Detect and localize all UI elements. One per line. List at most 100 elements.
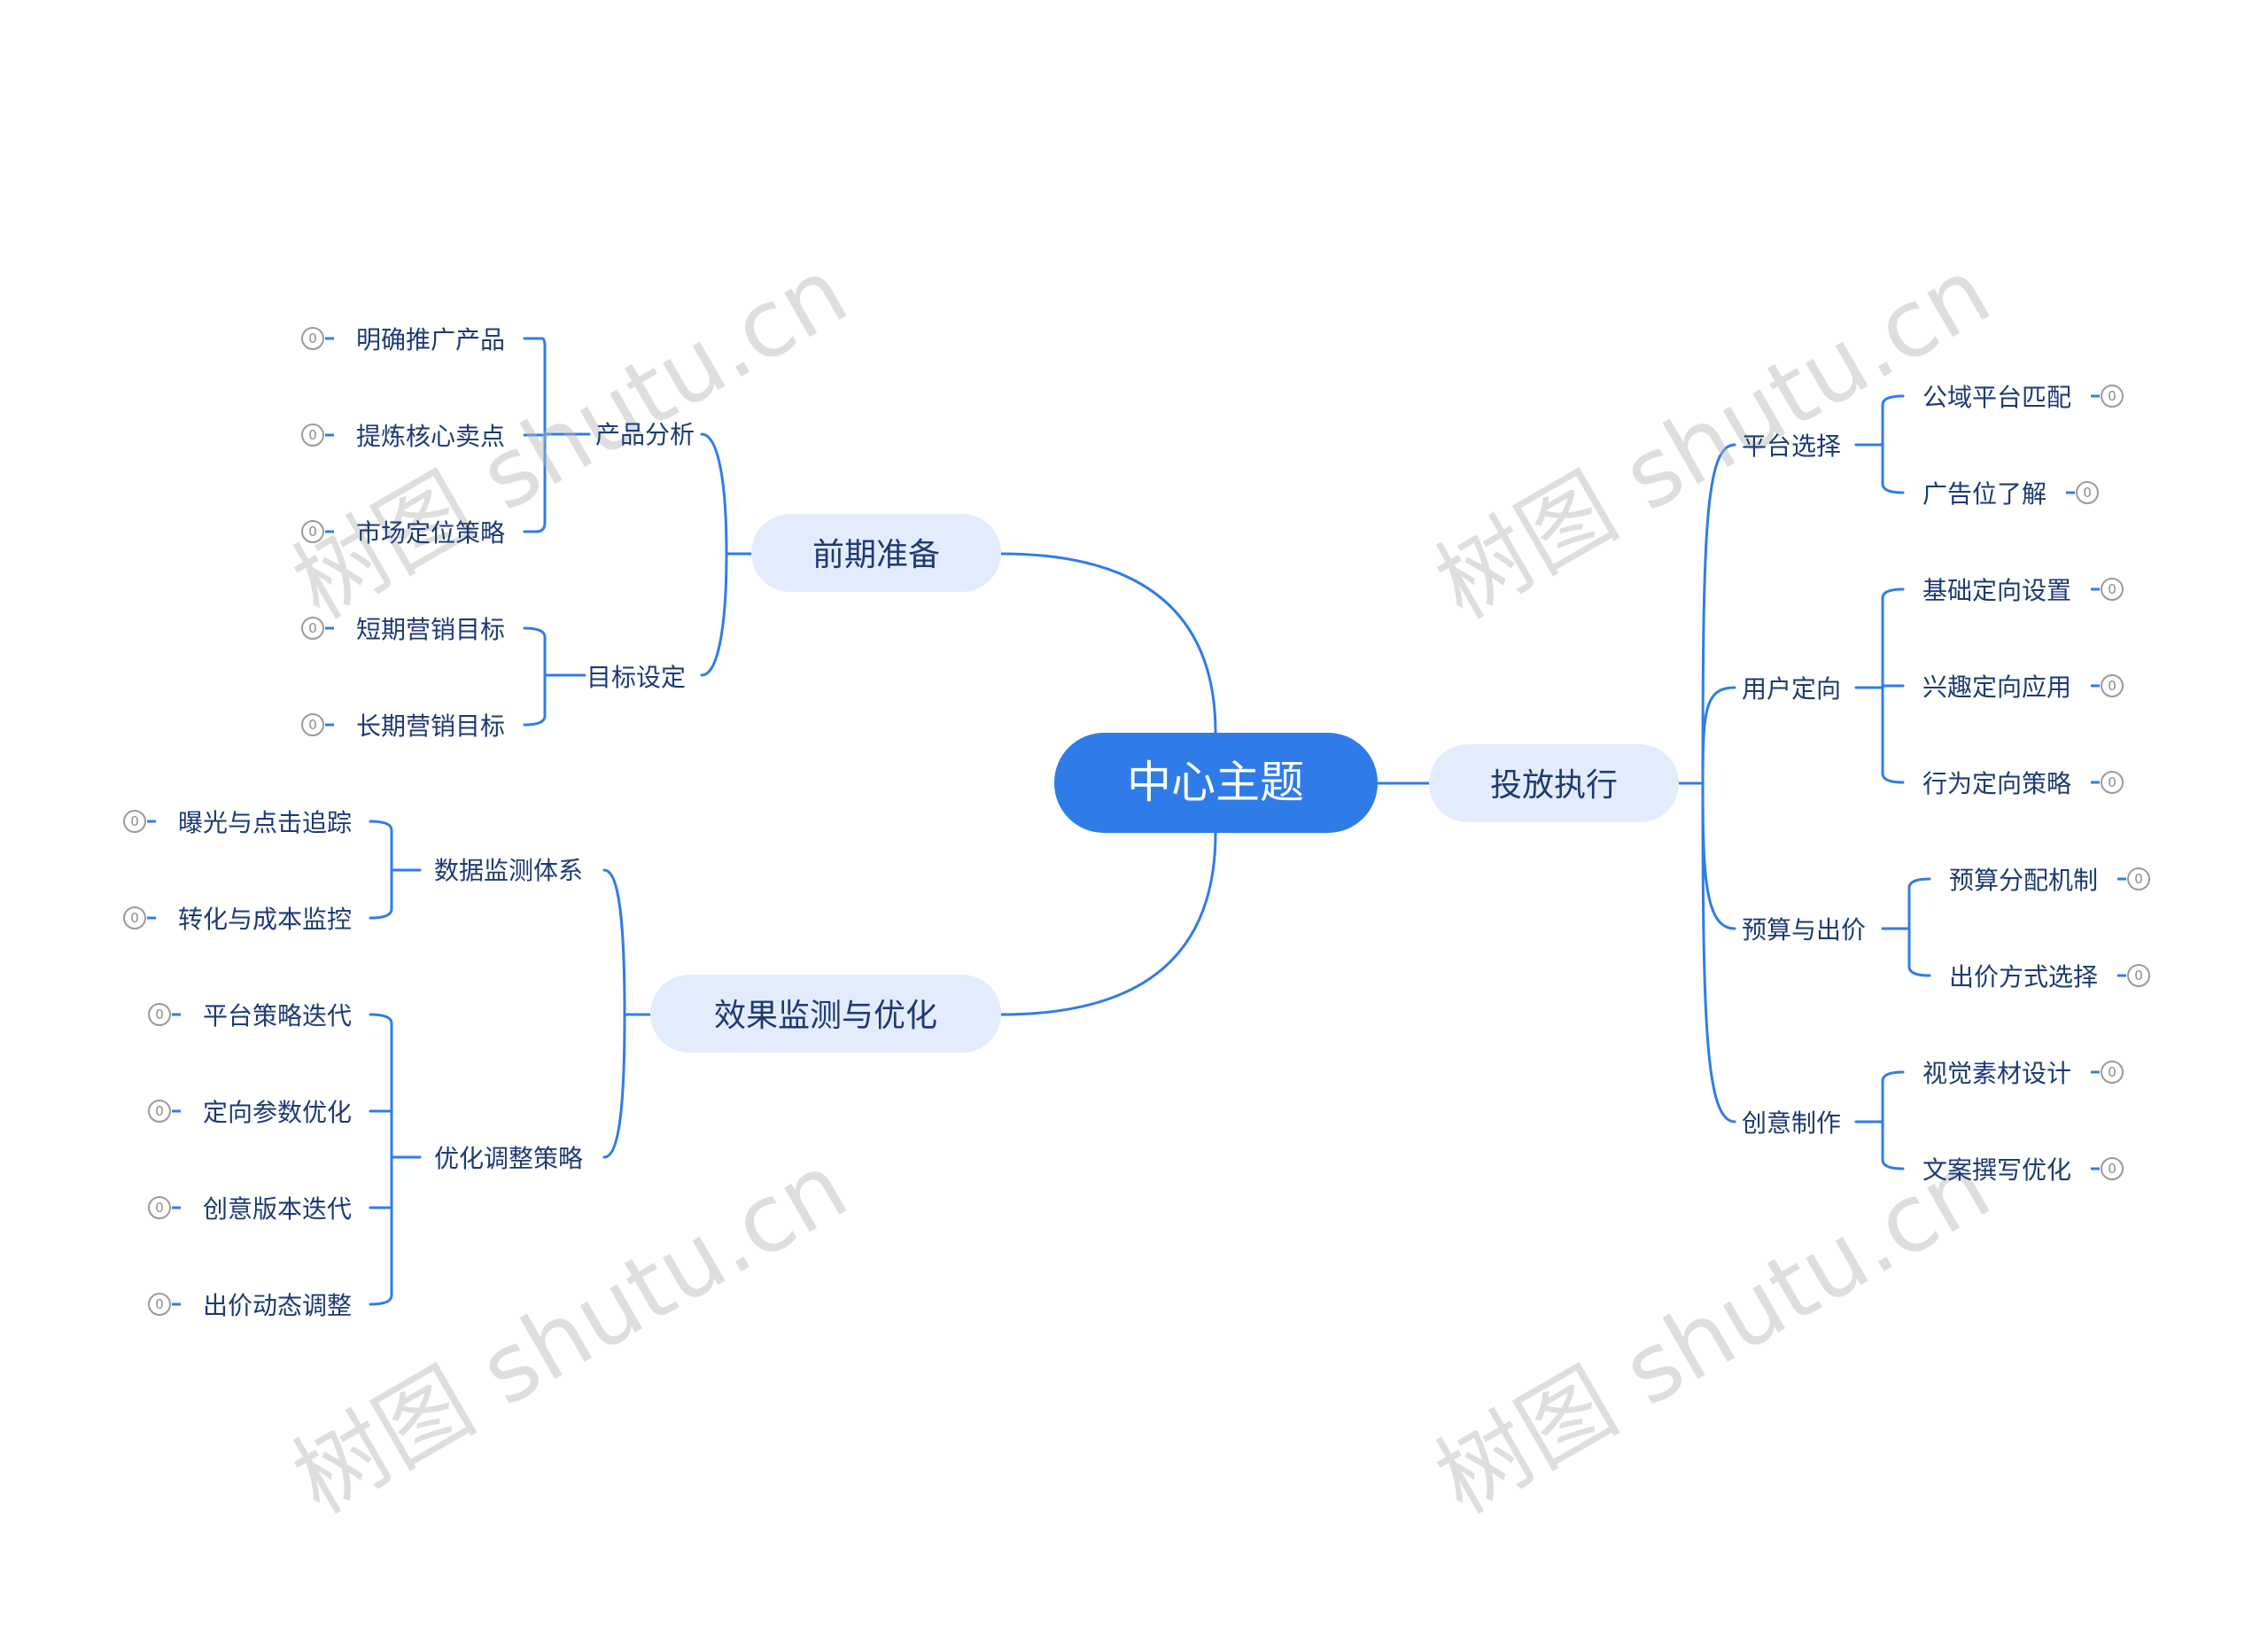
svg-text:0: 0 [130, 813, 139, 829]
svg-text:0: 0 [155, 1200, 164, 1216]
leaf-item[interactable]: 兴趣定向应用 [1922, 673, 2071, 702]
leaf-item[interactable]: 平台策略迭代 [203, 1001, 352, 1030]
topic-budget-bidding[interactable]: 预算与出价 [1742, 915, 1866, 945]
badge-icon[interactable]: 0 [2091, 578, 2124, 601]
badge-icon[interactable]: 0 [2091, 1061, 2124, 1084]
leaf-item[interactable]: 创意版本迭代 [203, 1194, 352, 1224]
leaf-label: 转化与成本监控 [178, 905, 352, 934]
connector-lines [369, 337, 1931, 1306]
topic-goal-setting[interactable]: 目标设定 [586, 663, 686, 692]
leaf-item[interactable]: 提炼核心卖点 [356, 422, 505, 451]
svg-text:0: 0 [2108, 1161, 2117, 1177]
badge-icon[interactable]: 0 [148, 1100, 181, 1123]
branch-execution-label: 投放执行 [1490, 767, 1618, 804]
leaf-item[interactable]: 明确推广产品 [356, 325, 505, 354]
badge-icon[interactable]: 0 [2117, 867, 2150, 890]
leaf-item[interactable]: 视觉素材设计 [1922, 1059, 2071, 1088]
branch-monitoring-box[interactable] [650, 975, 1001, 1053]
leaf-item[interactable]: 公域平台匹配 [1922, 383, 2071, 412]
badge-icon[interactable]: 0 [301, 327, 334, 350]
leaf-label: 广告位了解 [1922, 479, 2047, 509]
leaf-label: 兴趣定向应用 [1922, 673, 2071, 702]
svg-text:0: 0 [308, 330, 317, 346]
center-topic[interactable]: 中心主题 [1054, 733, 1378, 833]
connector [700, 552, 728, 677]
center-topic-box[interactable] [1054, 733, 1378, 833]
badge-icon[interactable]: 0 [148, 1003, 181, 1026]
svg-text:0: 0 [2108, 774, 2117, 790]
svg-text:0: 0 [2134, 871, 2143, 887]
connector [1881, 1070, 1905, 1170]
leaf-label: 曝光与点击追踪 [178, 808, 352, 837]
connector [1881, 394, 1905, 494]
topic-data-monitoring[interactable]: 数据监测体系 [434, 856, 583, 885]
leaf-item[interactable]: 基础定向设置 [1922, 576, 2071, 605]
connector [1701, 443, 1736, 785]
connector [602, 1013, 626, 1159]
leaf-label: 短期营销目标 [356, 615, 505, 644]
topic-optimization[interactable]: 优化调整策略 [434, 1144, 583, 1173]
leaf-label: 长期营销目标 [356, 712, 505, 741]
branch-preparation-box[interactable] [751, 514, 1001, 592]
svg-text:0: 0 [308, 620, 317, 636]
leaf-item[interactable]: 市场定位策略 [356, 518, 505, 548]
leaf-item[interactable]: 出价方式选择 [1949, 962, 2098, 991]
svg-text:0: 0 [308, 427, 317, 443]
connector [1701, 686, 1736, 785]
center-topic-label: 中心主题 [1127, 757, 1304, 808]
leaf-label: 定向参数优化 [203, 1098, 352, 1127]
leaf-label: 视觉素材设计 [1922, 1059, 2071, 1088]
leaf-item[interactable]: 转化与成本监控 [178, 905, 352, 934]
badge-icon[interactable]: 0 [148, 1196, 181, 1219]
badge-icon[interactable]: 0 [2066, 481, 2099, 504]
badge-icon[interactable]: 0 [301, 520, 334, 543]
svg-text:0: 0 [155, 1007, 164, 1023]
connector [700, 432, 728, 556]
watermark-4: 树图 shutu.cn [1419, 1132, 2008, 1535]
badge-icon[interactable]: 0 [2091, 674, 2124, 697]
connector [1701, 782, 1736, 930]
leaf-item[interactable]: 文案撰写优化 [1922, 1155, 2071, 1185]
topic-platform-selection[interactable]: 平台选择 [1742, 432, 1841, 461]
svg-text:0: 0 [2083, 485, 2092, 501]
badge-icon[interactable]: 0 [301, 424, 334, 447]
badge-icon[interactable]: 0 [123, 810, 156, 833]
leaf-label: 行为定向策略 [1922, 769, 2071, 798]
badge-icon[interactable]: 0 [301, 713, 334, 736]
connector [369, 1013, 393, 1306]
leaf-label: 创意版本迭代 [203, 1194, 352, 1224]
leaf-item[interactable]: 长期营销目标 [356, 712, 505, 741]
branch-monitoring[interactable]: 效果监测与优化 数据监测体系 优化调整策略 曝光与点击追踪 转化与成本监控 平台… [178, 808, 1001, 1320]
svg-text:0: 0 [2108, 1064, 2117, 1080]
svg-text:0: 0 [2134, 968, 2143, 984]
leaf-item[interactable]: 预算分配机制 [1949, 866, 2098, 895]
badge-icon[interactable]: 0 [2091, 385, 2124, 408]
watermark-3: 树图 shutu.cn [276, 1132, 865, 1535]
svg-text:0: 0 [155, 1103, 164, 1119]
leaf-label: 提炼核心卖点 [356, 422, 505, 451]
leaf-label: 文案撰写优化 [1922, 1155, 2071, 1185]
badge-icon[interactable]: 0 [2091, 1157, 2124, 1180]
topic-creative-production[interactable]: 创意制作 [1742, 1108, 1841, 1138]
leaf-item[interactable]: 曝光与点击追踪 [178, 808, 352, 837]
branch-execution[interactable]: 投放执行 平台选择 用户定向 预算与出价 创意制作 公域平台匹配 广告位了解 基… [1429, 383, 2098, 1185]
badge-icon[interactable]: 0 [148, 1293, 181, 1316]
topic-user-targeting[interactable]: 用户定向 [1742, 674, 1841, 704]
badge-icon[interactable]: 0 [2117, 964, 2150, 987]
leaf-item[interactable]: 短期营销目标 [356, 615, 505, 644]
leaf-label: 出价方式选择 [1949, 962, 2098, 991]
leaf-item[interactable]: 行为定向策略 [1922, 769, 2071, 798]
connector [523, 626, 547, 727]
leaf-item[interactable]: 出价动态调整 [203, 1291, 352, 1320]
leaf-item[interactable]: 定向参数优化 [203, 1098, 352, 1127]
topic-product-analysis[interactable]: 产品分析 [595, 420, 695, 449]
branch-execution-box[interactable] [1429, 744, 1679, 822]
leaf-item[interactable]: 广告位了解 [1922, 479, 2047, 509]
badge-icon[interactable]: 0 [2091, 771, 2124, 794]
branch-preparation[interactable]: 前期准备 产品分析 目标设定 明确推广产品 提炼核心卖点 市场定位策略 短期营销… [356, 325, 1001, 741]
connector [1907, 877, 1931, 977]
badge-icon[interactable]: 0 [301, 617, 334, 640]
badge-icon[interactable]: 0 [123, 906, 156, 929]
connector [369, 820, 393, 920]
